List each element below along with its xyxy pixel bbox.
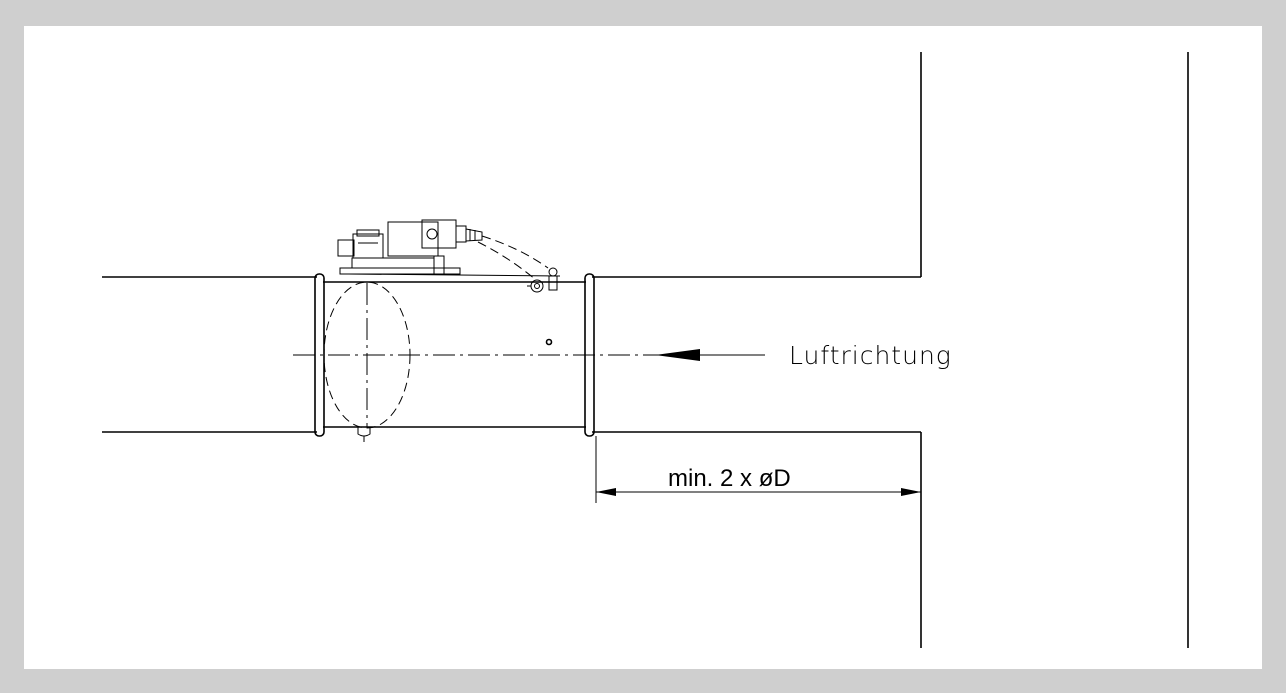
mounting-plate [339, 267, 461, 275]
actuator-base [351, 257, 435, 269]
airflow-label: Luftrichtung [789, 341, 952, 370]
bracket [433, 255, 445, 275]
controller-box [352, 233, 384, 259]
dimension-arrow-left [596, 488, 616, 496]
tube-lower [477, 241, 537, 281]
motor-connector [455, 225, 467, 243]
pressure-port-1-core [534, 283, 540, 289]
measuring-point [545, 338, 553, 346]
pressure-port-2-head [548, 267, 558, 277]
dimension-arrow-right [901, 488, 921, 496]
damper-body [314, 273, 595, 442]
tube-upper [481, 235, 549, 269]
mounting-base [347, 273, 561, 277]
motor-housing [387, 221, 439, 257]
duct-walls [102, 52, 1189, 648]
controller-top [356, 229, 380, 237]
dimension-min-distance: min. 2 x øD [595, 436, 921, 503]
dimension-label: min. 2 x øD [668, 465, 791, 492]
cable-gland [465, 228, 483, 242]
airflow-arrowhead [655, 349, 700, 361]
actuator-assembly [337, 219, 561, 293]
motor-shaft [426, 228, 438, 240]
controller-knob [337, 239, 355, 257]
drawing-sheet [24, 26, 1262, 669]
airflow-indicator: Luftrichtung [655, 341, 952, 370]
pressure-port-2 [548, 275, 558, 291]
